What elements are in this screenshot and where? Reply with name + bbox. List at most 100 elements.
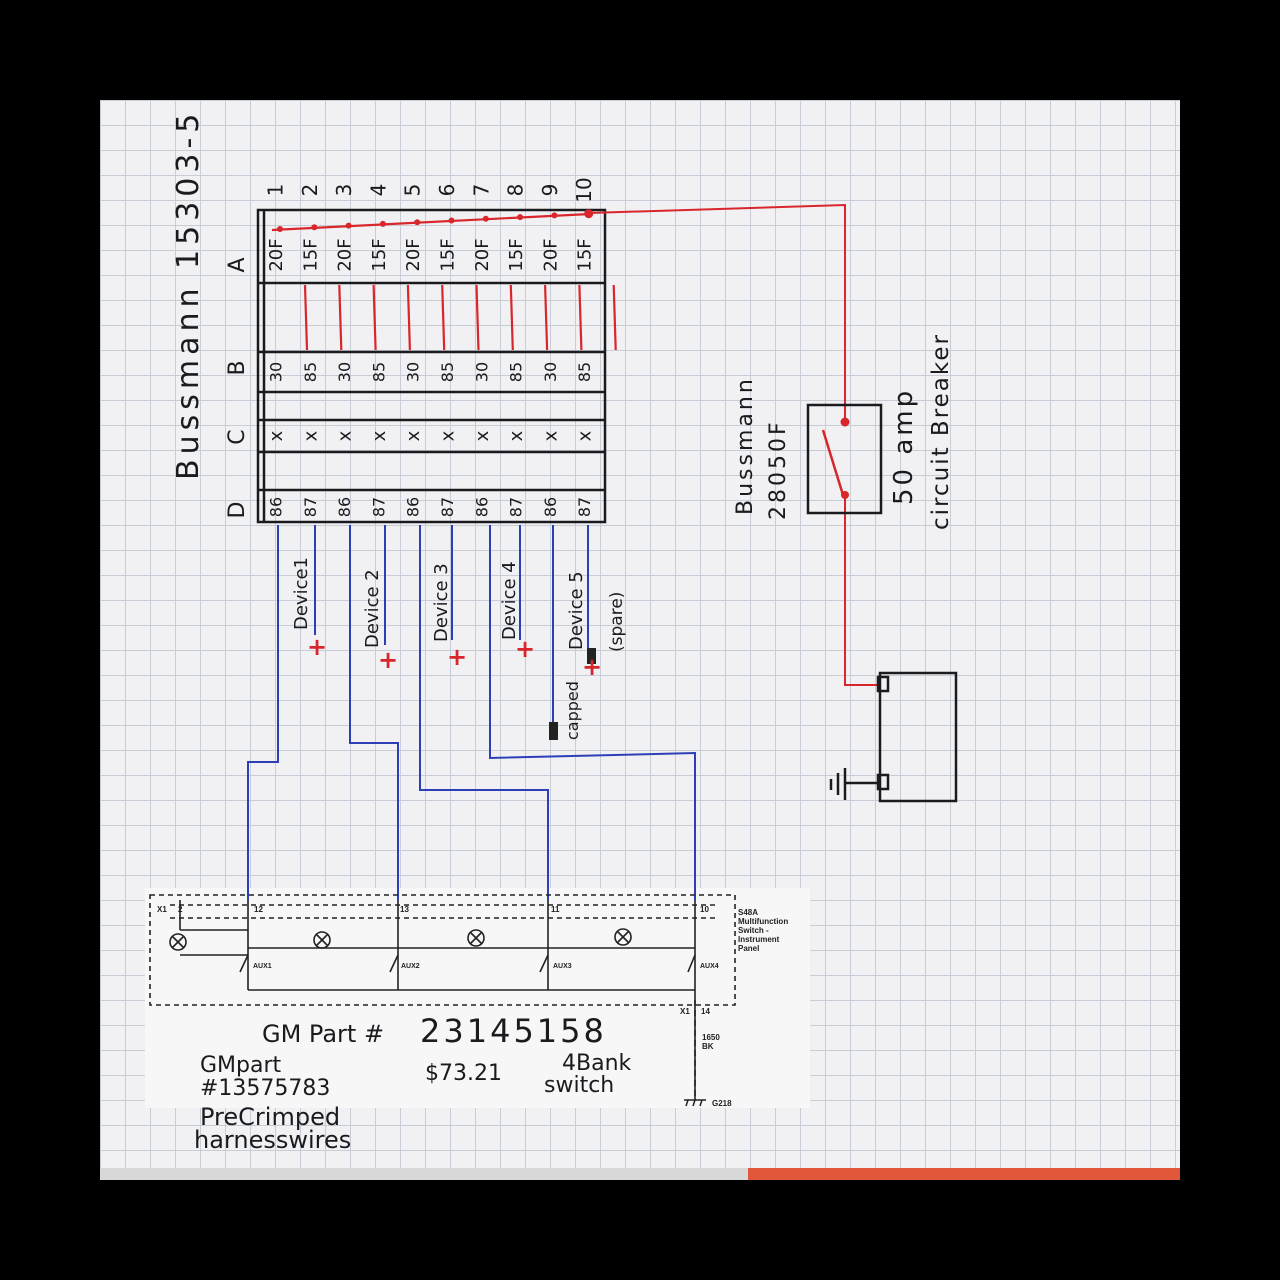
row-label-A: A	[225, 257, 250, 272]
bus-dot-6	[448, 217, 455, 224]
relay-panel	[256, 208, 607, 524]
position-number-1: 1	[264, 184, 288, 197]
bus-dot-2	[311, 224, 318, 231]
jumper-wire-7	[509, 284, 514, 351]
device-plus-4: +	[515, 635, 535, 663]
pin-12: 12	[254, 905, 263, 914]
fabric-edge	[100, 1168, 1180, 1180]
switch-desc-line-2: switch	[544, 1073, 614, 1098]
rowD-cell-5: 86	[404, 497, 423, 517]
rowB-cell-4: 85	[369, 362, 388, 382]
rowD-cell-2: 87	[301, 497, 320, 517]
rowD-cell-9: 86	[541, 497, 560, 517]
rowA-cell-8: 15F	[506, 238, 527, 271]
rowB-cell-2: 85	[301, 362, 320, 382]
jumper-wire-1	[303, 284, 309, 351]
bus-dot-10	[584, 209, 594, 219]
breaker-model: 28050F	[766, 419, 791, 520]
rowB-cell-8: 85	[507, 362, 526, 382]
pin-14-label: 14	[701, 1007, 710, 1016]
harness-desc-line-2: harnesswires	[194, 1126, 351, 1154]
rowC-cell-8: x	[506, 430, 527, 441]
pin-11: 11	[551, 905, 560, 914]
bus-dot-9	[551, 212, 558, 219]
capped-label: capped	[563, 681, 582, 740]
jumper-wire-9	[578, 284, 583, 351]
device-label-3: Device 3	[431, 563, 452, 642]
gm-part-label: GM Part #	[262, 1020, 384, 1048]
bus-dot-3	[345, 222, 352, 229]
component-label-line-2: Multifunction	[738, 917, 788, 926]
jumper-wire-8	[544, 284, 549, 351]
aux-label-1: AUX1	[253, 963, 272, 970]
aux-label-3: AUX3	[553, 963, 572, 970]
rowB-cell-3: 30	[335, 362, 354, 382]
bus-dot-4	[379, 220, 386, 227]
row-label-D: D	[225, 502, 250, 519]
rowB-cell-7: 30	[472, 362, 491, 382]
jumper-wire-10	[612, 284, 617, 351]
rowB-cell-6: 85	[438, 362, 457, 382]
harness-part-number: GMpart#13575783	[200, 1053, 330, 1101]
rowC-cell-2: x	[300, 430, 321, 441]
rowC-cell-4: x	[369, 430, 390, 441]
switch-feed-wires	[247, 525, 696, 900]
bus-dot-5	[414, 219, 421, 226]
rowA-cell-10: 15F	[575, 238, 596, 271]
device-label-1: Device1	[291, 557, 312, 630]
component-label-line-5: Panel	[738, 944, 759, 953]
rowC-cell-7: x	[472, 430, 493, 441]
device-label-4: Device 4	[499, 561, 520, 640]
rowD-cell-7: 86	[472, 497, 491, 517]
x1-bottom-label: X1	[680, 1007, 690, 1016]
switch-lamps	[169, 928, 632, 951]
rowC-cell-1: x	[266, 430, 287, 441]
position-number-8: 8	[504, 184, 528, 197]
red-bus-line	[271, 212, 591, 232]
rowA-cell-1: 20F	[266, 238, 287, 271]
breaker-label: circuit Breaker	[928, 333, 954, 530]
red-bus-wires	[271, 209, 617, 351]
bus-dot-8	[517, 214, 524, 221]
position-number-2: 2	[298, 184, 322, 197]
device-wires	[314, 525, 589, 722]
position-number-6: 6	[435, 184, 459, 197]
device-plus-3: +	[447, 643, 467, 671]
device-plus-2: +	[378, 646, 398, 674]
device-plus-1: +	[307, 633, 327, 661]
ground-symbol	[684, 1099, 706, 1107]
breaker-brand: Bussmann	[733, 376, 758, 515]
rowD-cell-3: 86	[335, 497, 354, 517]
rowB-cell-5: 30	[404, 362, 423, 382]
jumper-wire-6	[475, 284, 480, 351]
harness-desc-line-1: PreCrimped	[200, 1103, 340, 1131]
rowD-cell-10: 87	[575, 497, 594, 517]
power-feed-wire	[589, 203, 880, 686]
position-number-3: 3	[332, 184, 356, 197]
pin-2: 2	[178, 905, 183, 914]
ground-label: G218	[712, 1099, 732, 1108]
position-number-5: 5	[401, 184, 425, 197]
component-label-line-1: S48A	[738, 908, 758, 917]
harness-part-line-1: GMpart	[200, 1053, 282, 1078]
rowD-cell-1: 86	[267, 497, 286, 517]
rowA-cell-4: 15F	[369, 238, 390, 271]
aux-label-2: AUX2	[401, 963, 420, 970]
rowA-cell-6: 15F	[438, 238, 459, 271]
bus-dot-1	[277, 226, 283, 232]
rowB-cell-9: 30	[541, 362, 560, 382]
rowC-cell-5: x	[403, 430, 424, 441]
x1-top-label: X1	[157, 905, 167, 914]
rowC-cell-3: x	[335, 430, 356, 441]
battery	[829, 671, 958, 803]
jumper-wire-4	[406, 284, 411, 351]
